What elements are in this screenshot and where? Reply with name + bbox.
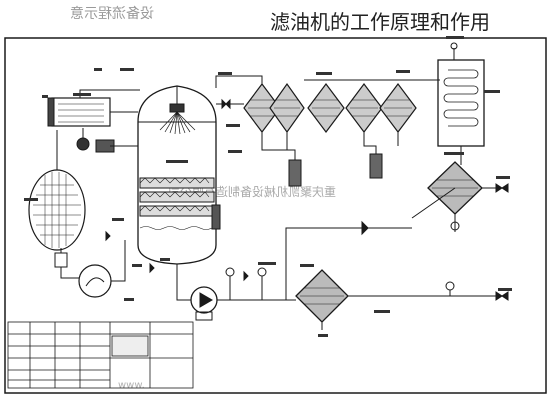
filter-drain-tanks (261, 132, 399, 187)
pressure-gauges (225, 221, 460, 300)
fine-filter-right (411, 161, 509, 232)
watermark-bottom: www. (118, 380, 145, 391)
vacuum-pump (54, 240, 126, 298)
middle-pipeline (285, 227, 412, 300)
component-label-marks (24, 36, 512, 337)
valves (105, 98, 249, 282)
condenser-unit (47, 89, 140, 127)
small-pump (56, 128, 138, 170)
title-block (7, 321, 194, 389)
vacuum-vessel (137, 85, 221, 282)
coarse-filter-bottom (217, 269, 509, 330)
coil-heat-exchanger (437, 42, 485, 165)
main-oil-pump (176, 282, 218, 321)
page-title: 滤油机的工作原理和作用 (270, 10, 490, 34)
heater-tank (28, 169, 86, 251)
filter-stage-2 (307, 83, 417, 133)
drawing-frame (4, 37, 547, 394)
filter-stage-1 (243, 82, 305, 134)
